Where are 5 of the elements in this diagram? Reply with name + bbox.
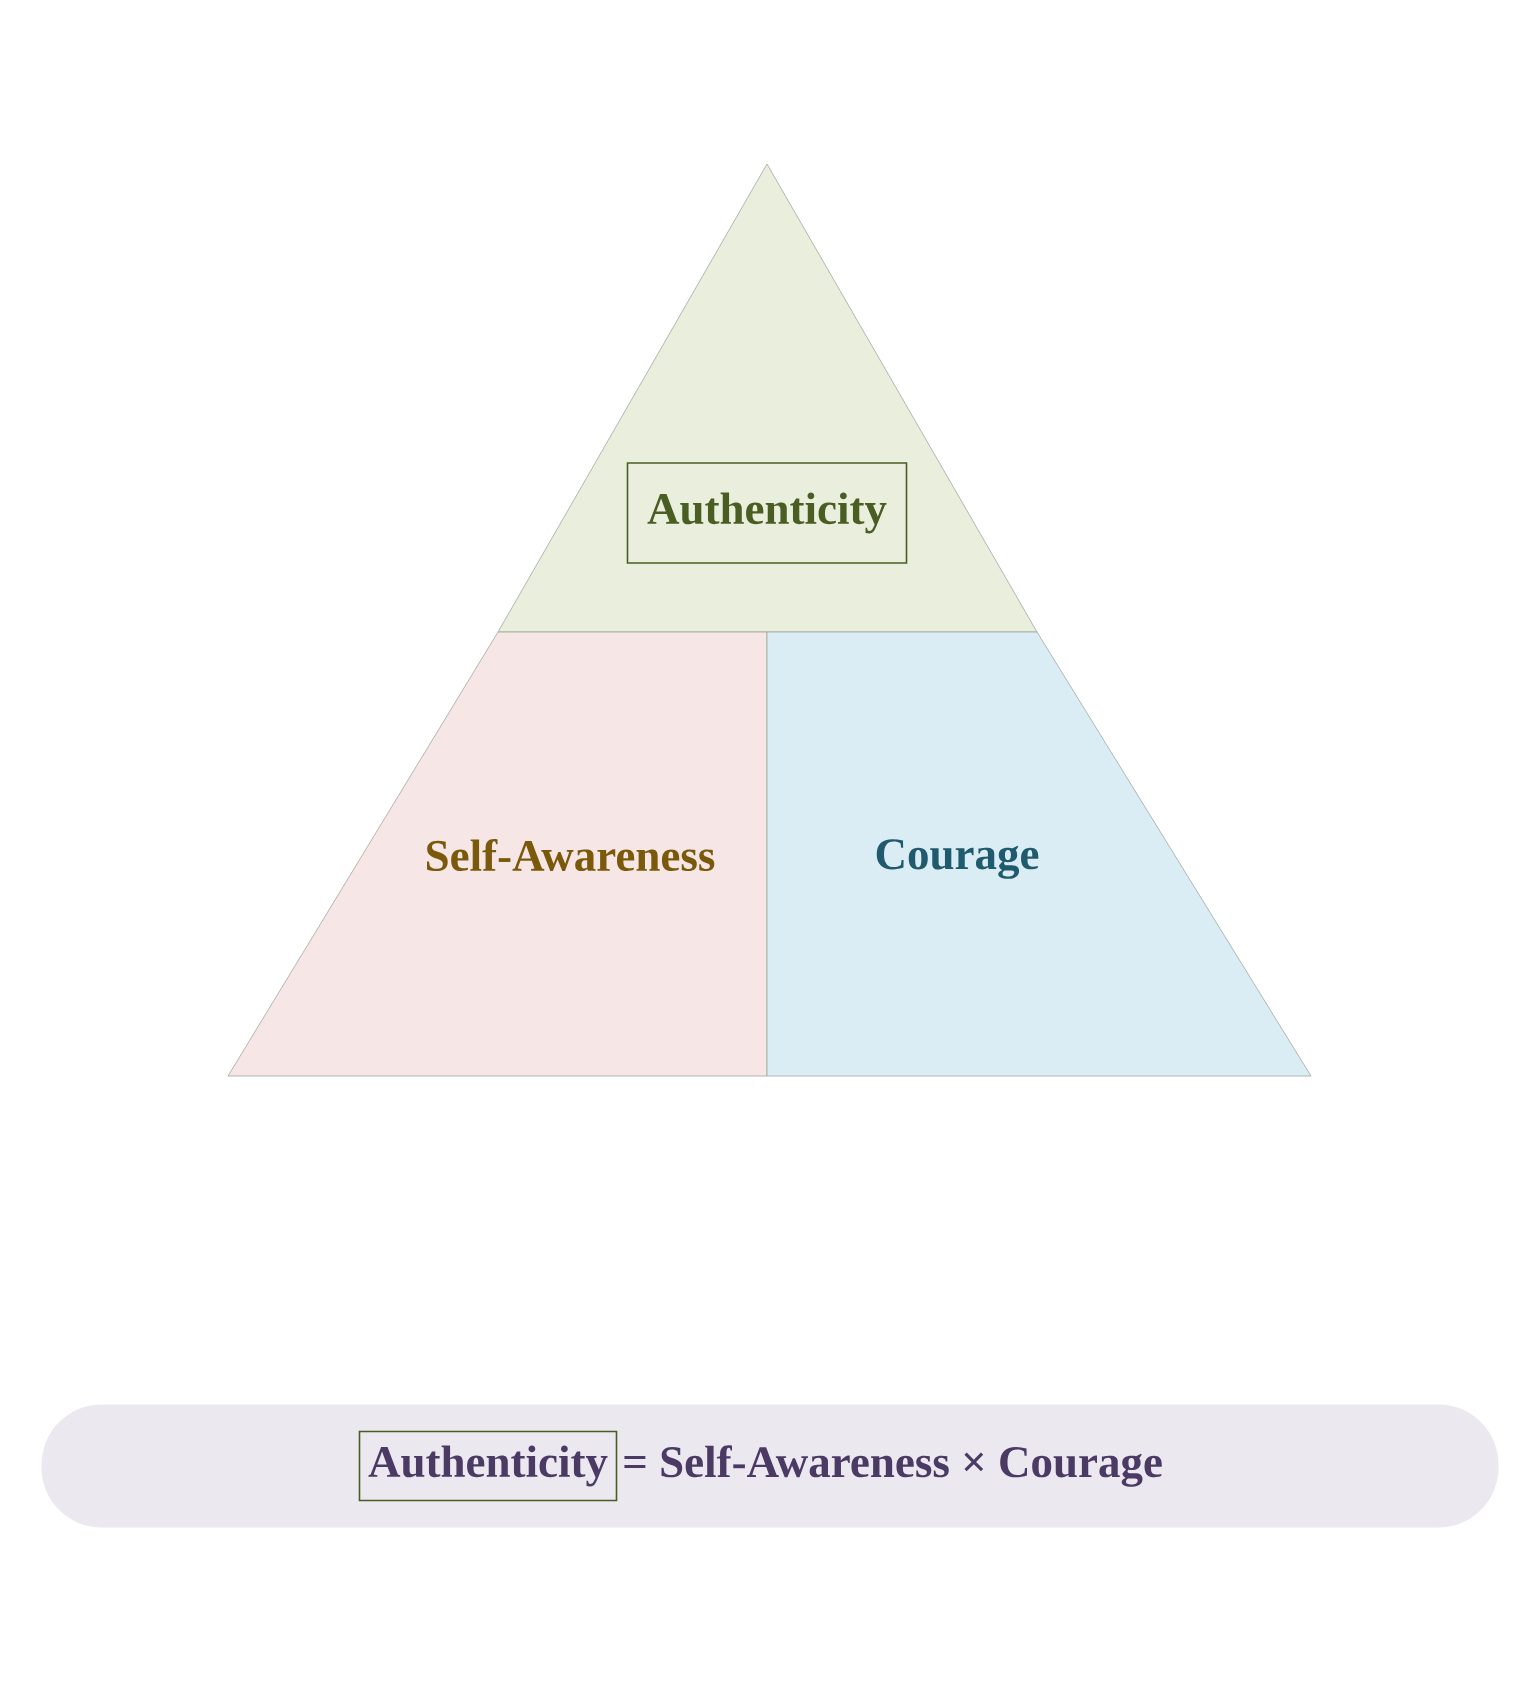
triangle-segment xyxy=(497,163,1038,633)
trapezoid-segment: Self-Awareness xyxy=(227,631,768,1077)
label-box: Authenticity xyxy=(358,1430,618,1502)
label-box: Authenticity xyxy=(626,462,908,564)
trapezoid-segment: Courage xyxy=(766,631,1312,1077)
